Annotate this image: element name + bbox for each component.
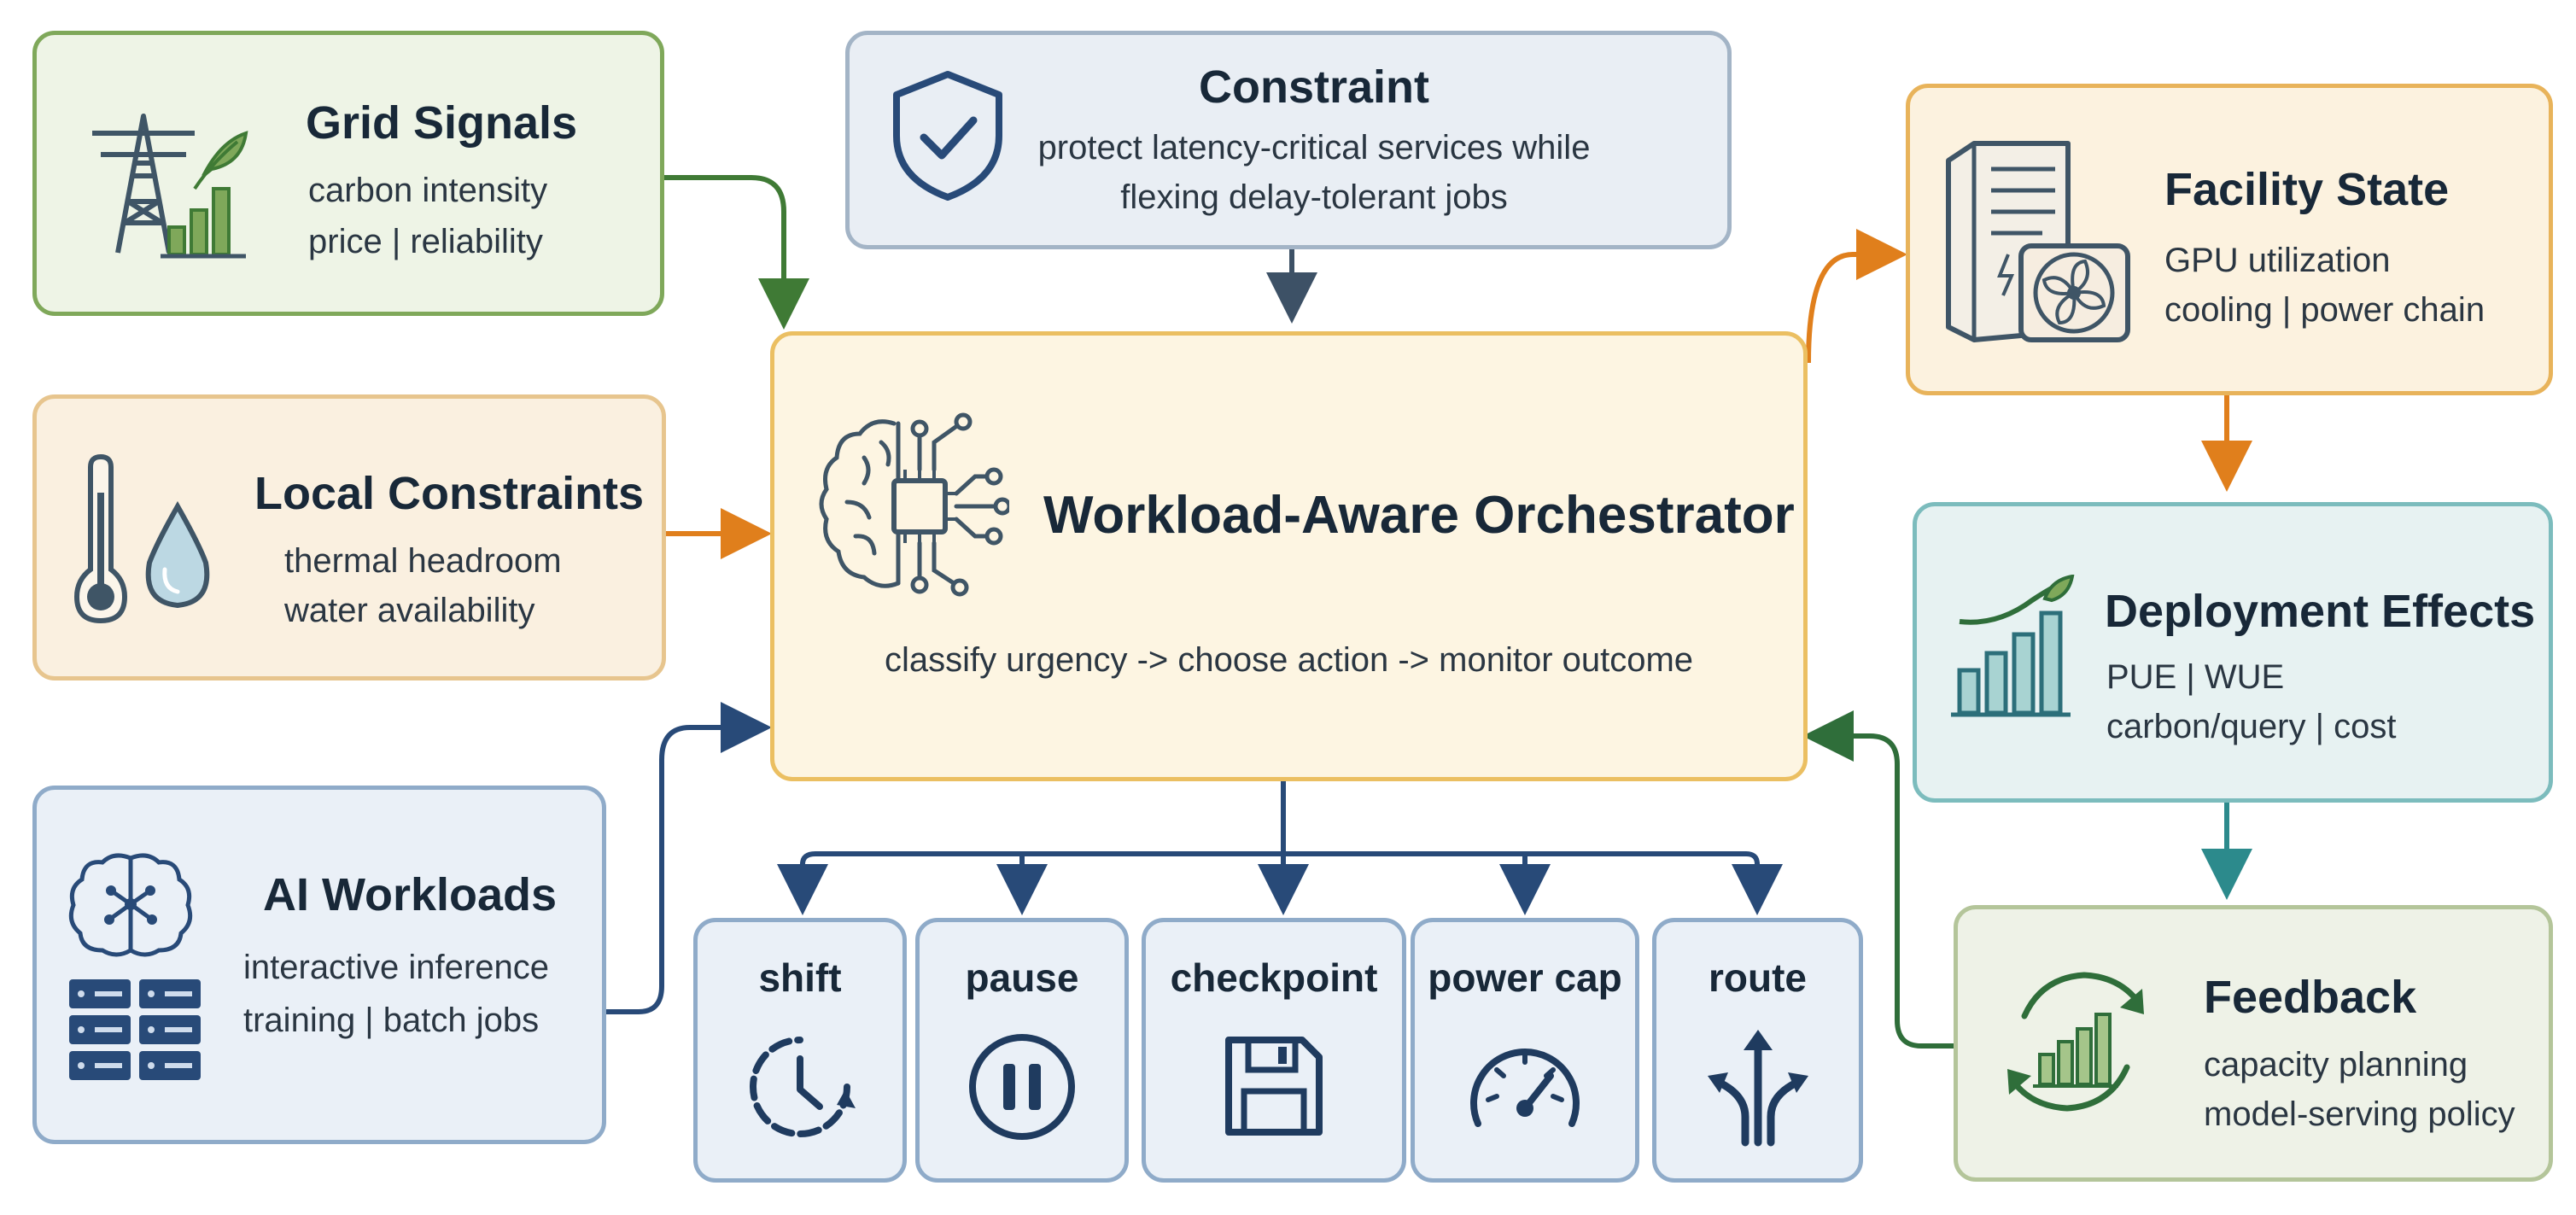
action-route[interactable]: route	[1652, 918, 1863, 1183]
facility-state-line1: GPU utilization	[2164, 242, 2391, 279]
ai-workloads-box: AI Workloads interactive inference train…	[32, 786, 606, 1144]
feedback-line1: capacity planning	[2204, 1046, 2468, 1084]
clock-cycle-icon	[750, 1037, 856, 1137]
action-checkpoint[interactable]: checkpoint	[1142, 918, 1406, 1183]
local-constraints-box: Local Constraints thermal headroom water…	[32, 394, 666, 681]
grid-signals-box: Grid Signals carbon intensity price | re…	[32, 31, 664, 316]
facility-state-box: Facility State GPU utilization cooling |…	[1906, 84, 2553, 395]
constraint-line1: protect latency-critical services while	[1037, 129, 1591, 166]
thermometer-icon	[73, 453, 128, 624]
action-power-cap-label: power cap	[1428, 955, 1622, 1000]
action-checkpoint-label: checkpoint	[1170, 955, 1378, 1000]
arrow-grid-to-orchestrator	[664, 175, 809, 330]
orchestrator-title: Workload-Aware Orchestrator	[1043, 486, 1795, 545]
ai-workloads-line1: interactive inference	[243, 949, 549, 986]
ai-workloads-line2: training | batch jobs	[243, 1002, 540, 1039]
water-drop-icon	[145, 501, 210, 609]
deployment-effects-line1: PUE | WUE	[2106, 658, 2285, 696]
orchestrator-subtitle: classify urgency -> choose action -> mon…	[884, 641, 1694, 679]
pause-icon	[969, 1034, 1075, 1140]
grid-signals-line2: price | reliability	[308, 223, 543, 260]
orchestrator-box: Workload-Aware Orchestrator classify urg…	[770, 331, 1808, 781]
route-split-icon	[1707, 1030, 1808, 1147]
gauge-icon	[1470, 1049, 1580, 1127]
local-constraints-line2: water availability	[284, 592, 535, 629]
power-tower-icon	[92, 114, 248, 259]
brain-chip-icon	[819, 412, 1009, 597]
action-shift-label: shift	[758, 955, 842, 1000]
action-route-label: route	[1709, 955, 1807, 1000]
local-constraints-title: Local Constraints	[254, 468, 645, 519]
action-pause[interactable]: pause	[915, 918, 1129, 1183]
deployment-effects-box: Deployment Effects PUE | WUE carbon/quer…	[1913, 502, 2553, 803]
constraint-title: Constraint	[1199, 61, 1429, 113]
grid-signals-line1: carbon intensity	[308, 172, 548, 209]
shield-check-icon	[893, 71, 1002, 201]
constraint-box: Constraint protect latency-critical serv…	[845, 31, 1732, 249]
feedback-line2: model-serving policy	[2204, 1095, 2515, 1133]
facility-state-title: Facility State	[2164, 164, 2450, 215]
action-pause-label: pause	[965, 955, 1079, 1000]
deployment-effects-line2: carbon/query | cost	[2106, 708, 2397, 745]
feedback-title: Feedback	[2204, 972, 2417, 1023]
server-fan-icon	[1946, 141, 2130, 342]
server-rack-icon	[69, 979, 201, 1080]
grid-signals-title: Grid Signals	[306, 97, 578, 149]
arrow-orchestrator-to-facility	[1806, 229, 1907, 364]
floppy-disk-icon	[1225, 1037, 1323, 1136]
action-shift[interactable]: shift	[693, 918, 907, 1183]
action-bus	[800, 851, 1760, 878]
constraint-line2: flexing delay-tolerant jobs	[1120, 178, 1508, 216]
ai-workloads-title: AI Workloads	[263, 869, 558, 920]
local-constraints-line1: thermal headroom	[284, 542, 562, 580]
feedback-cycle-icon	[2007, 972, 2144, 1112]
growth-bars-icon	[1951, 575, 2075, 717]
feedback-box: Feedback capacity planning model-serving…	[1954, 905, 2553, 1182]
deployment-effects-title: Deployment Effects	[2105, 586, 2536, 637]
facility-state-line2: cooling | power chain	[2164, 291, 2485, 329]
action-power-cap[interactable]: power cap	[1411, 918, 1639, 1183]
brain-icon	[68, 853, 193, 957]
